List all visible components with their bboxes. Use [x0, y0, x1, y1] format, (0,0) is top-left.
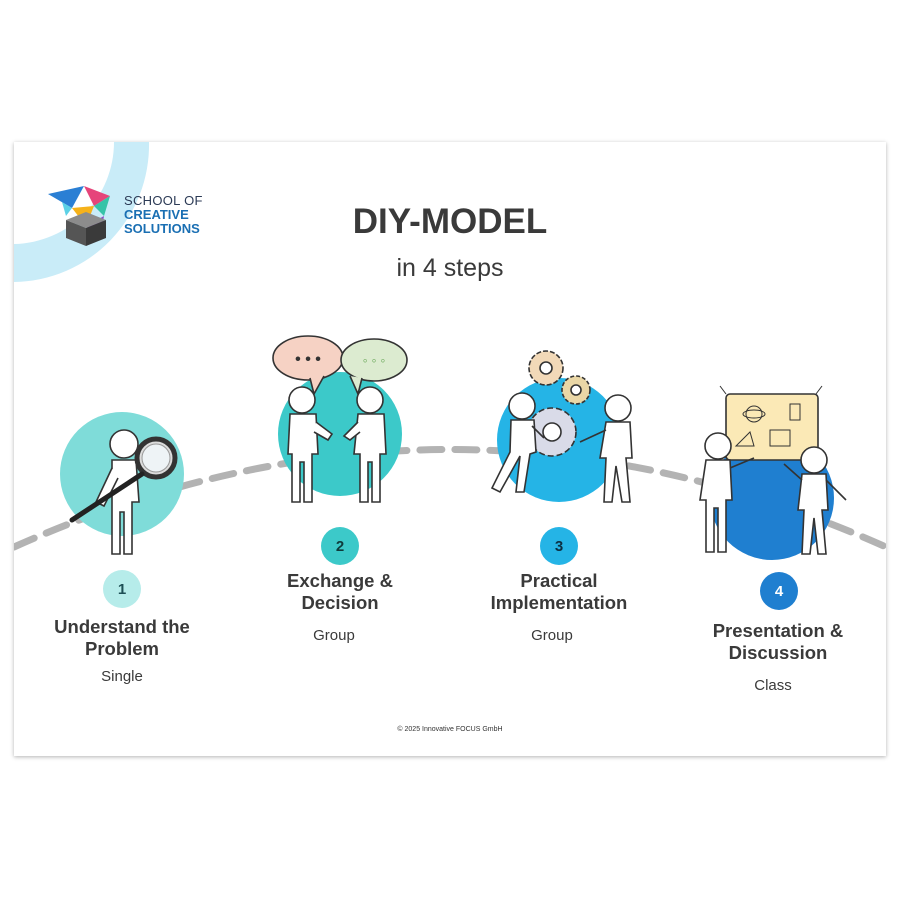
poster-card: • • • ◦ ◦ ◦	[14, 142, 886, 756]
page-title: DIY-MODEL	[352, 202, 548, 241]
step4-figures	[699, 432, 847, 555]
step3-title-line2: Implementation	[490, 592, 628, 613]
step4-title-line1: Presentation &	[712, 620, 844, 641]
step1-figure-magnifier	[69, 429, 178, 555]
step4-number: 4	[774, 582, 784, 600]
step2-number: 2	[335, 537, 345, 555]
step2-speech-bubble-right: ◦ ◦ ◦	[340, 338, 408, 397]
step3-subtitle: Group	[531, 627, 573, 644]
step1-badge: 1	[103, 570, 141, 608]
step4-badge: 4	[760, 572, 798, 610]
bubble-left-dots: • • •	[295, 351, 321, 368]
logo-line1: SCHOOL OF	[124, 193, 203, 208]
step1-title-line1: Understand the	[54, 616, 190, 637]
step3-figures	[490, 392, 633, 503]
step1-title: Understand the Problem	[32, 616, 212, 660]
logo-line2: CREATIVE	[124, 207, 189, 222]
step4-title-line2: Discussion	[728, 642, 828, 663]
step2-figures	[287, 386, 387, 503]
page-subtitle: in 4 steps	[396, 254, 504, 282]
step2-title-line2: Decision	[301, 592, 379, 613]
step4-title: Presentation & Discussion	[688, 620, 868, 664]
step4-subtitle: Class	[754, 677, 792, 694]
logo-box-icon	[66, 212, 106, 246]
step1-number: 1	[117, 580, 127, 598]
logo-line3: SOLUTIONS	[124, 221, 200, 236]
step4-board	[719, 385, 823, 461]
step1-title-line2: Problem	[84, 638, 160, 659]
step3-badge: 3	[540, 527, 578, 565]
bubble-right-dots: ◦ ◦ ◦	[363, 352, 386, 368]
step2-title: Exchange & Decision	[250, 570, 430, 614]
corner-arc-decoration	[14, 142, 150, 282]
step2-subtitle: Group	[313, 627, 355, 644]
step3-title-line1: Practical	[520, 570, 598, 591]
poster-graphics: • • • ◦ ◦ ◦	[14, 142, 886, 560]
logo-wordmark: SCHOOL OF CREATIVE SOLUTIONS	[124, 194, 203, 236]
step3-gears	[527, 350, 591, 457]
step2-speech-bubble-left: • • •	[272, 335, 344, 397]
step3-title: Practical Implementation	[464, 570, 654, 614]
step2-badge: 2	[321, 527, 359, 565]
step2-title-line1: Exchange &	[287, 570, 393, 591]
step1-subtitle: Single	[101, 668, 143, 685]
step3-number: 3	[554, 537, 564, 555]
copyright-notice: © 2025 Innovative FOCUS GmbH	[397, 726, 503, 733]
